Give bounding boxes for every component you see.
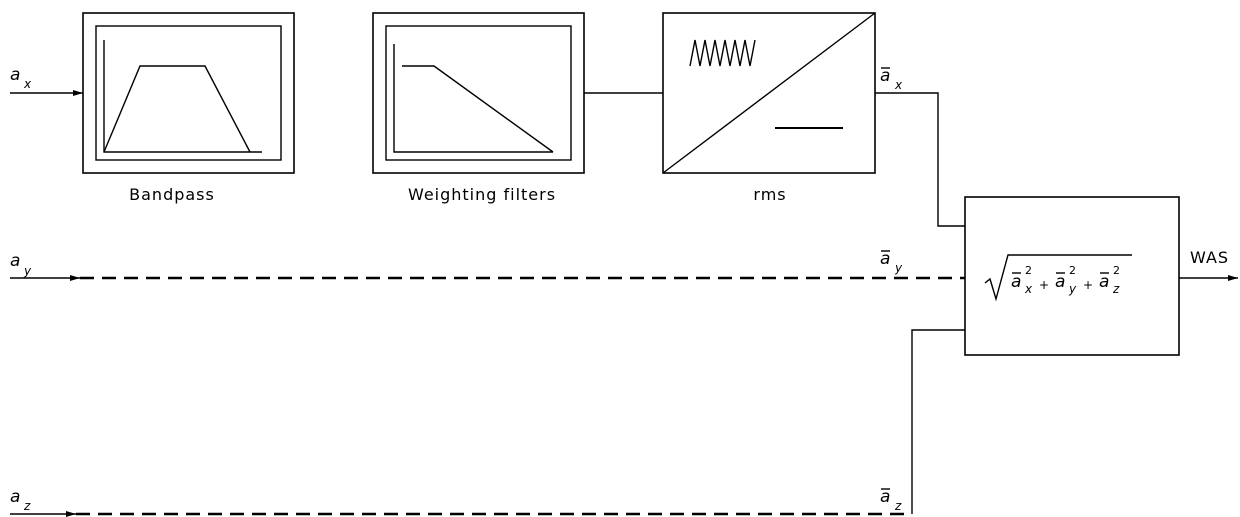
rms-ay-label: a y [880, 249, 903, 275]
svg-text:a: a [10, 251, 20, 271]
weighting-filters-block [372, 12, 585, 174]
input-ax-label: a x [10, 65, 32, 91]
bandpass-plot-frame [95, 25, 282, 161]
svg-text:y: y [1068, 282, 1077, 296]
svg-text:a: a [880, 487, 890, 507]
svg-text:x: x [23, 77, 32, 91]
svg-text:y: y [894, 261, 903, 275]
input-az-label: a z [10, 487, 31, 513]
svg-text:a: a [1099, 272, 1109, 292]
svg-text:z: z [894, 499, 902, 513]
input-ay-label: a y [10, 251, 32, 278]
svg-text:z: z [1112, 282, 1120, 296]
svg-text:2: 2 [1113, 264, 1120, 277]
svg-text:a: a [10, 487, 20, 507]
rms-diagonal [662, 12, 876, 174]
formula-term-x: a 2 x [1011, 264, 1033, 296]
rms-block [662, 12, 876, 174]
output-was-label: WAS [1190, 248, 1229, 267]
svg-text:2: 2 [1069, 264, 1076, 277]
formula-term-y: a 2 y [1055, 264, 1077, 296]
rms-ax-wire [875, 92, 965, 227]
svg-text:a: a [880, 66, 890, 86]
rms-ax-label: a x [880, 66, 903, 92]
svg-text:x: x [894, 78, 903, 92]
svg-text:a: a [1055, 272, 1065, 292]
formula-term-z: a 2 z [1099, 264, 1120, 296]
svg-text:a: a [10, 65, 20, 85]
weighting-plot-frame [385, 25, 572, 161]
bandpass-label: Bandpass [129, 185, 215, 204]
rms-label: rms [753, 185, 786, 204]
rms-az-label: a z [880, 487, 902, 513]
bandpass-block [82, 12, 295, 174]
svg-text:2: 2 [1025, 264, 1032, 277]
weighting-axes [393, 44, 553, 153]
svg-text:a: a [1011, 272, 1021, 292]
svg-text:z: z [23, 499, 31, 513]
bandpass-response-curve [103, 65, 251, 153]
svg-text:x: x [1024, 282, 1033, 296]
weighting-response-curve [402, 65, 554, 153]
rms-oscillation-symbol [689, 39, 756, 67]
rms-az-wire [911, 329, 965, 514]
square-root-sign [984, 254, 1132, 302]
svg-text:a: a [880, 249, 890, 269]
weighting-filters-label: Weighting filters [408, 185, 556, 204]
formula-plus-2: + [1083, 278, 1093, 292]
vector-sum-block: a 2 x + a 2 y + a 2 z [964, 196, 1180, 356]
formula-plus-1: + [1039, 278, 1049, 292]
svg-text:y: y [23, 264, 32, 278]
